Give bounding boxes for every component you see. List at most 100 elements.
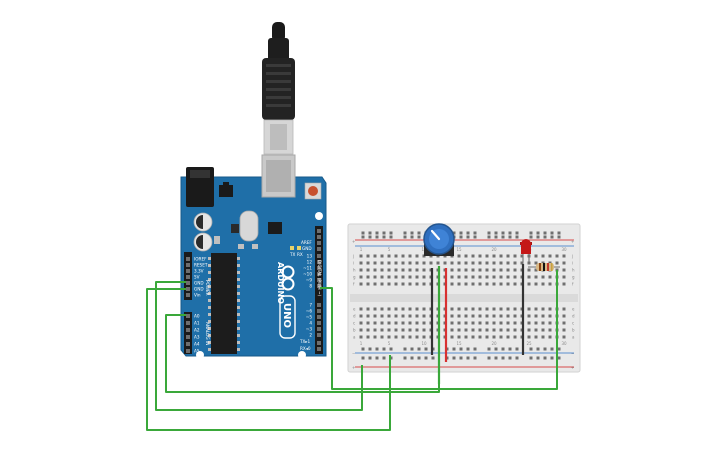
analog-pin-socket[interactable] bbox=[186, 335, 190, 339]
breadboard-hole[interactable] bbox=[485, 268, 489, 272]
rail-hole[interactable] bbox=[515, 347, 519, 351]
breadboard-hole[interactable] bbox=[457, 254, 461, 258]
breadboard-hole[interactable] bbox=[562, 282, 566, 286]
rail-hole[interactable] bbox=[410, 347, 414, 351]
reset-button[interactable] bbox=[304, 182, 322, 200]
breadboard-hole[interactable] bbox=[450, 335, 454, 339]
breadboard-hole[interactable] bbox=[471, 261, 475, 265]
breadboard-hole[interactable] bbox=[527, 328, 531, 332]
breadboard-hole[interactable] bbox=[457, 268, 461, 272]
rail-hole[interactable] bbox=[417, 356, 421, 360]
power-pin-socket[interactable] bbox=[186, 281, 190, 285]
digital-pin-socket[interactable] bbox=[317, 347, 321, 351]
breadboard-hole[interactable] bbox=[464, 335, 468, 339]
breadboard-hole[interactable] bbox=[380, 314, 384, 318]
rail-hole[interactable] bbox=[494, 235, 498, 239]
breadboard-hole[interactable] bbox=[499, 254, 503, 258]
breadboard-hole[interactable] bbox=[450, 275, 454, 279]
rail-hole[interactable] bbox=[452, 356, 456, 360]
power-pin-socket[interactable] bbox=[186, 263, 190, 267]
breadboard-hole[interactable] bbox=[534, 275, 538, 279]
breadboard-hole[interactable] bbox=[450, 314, 454, 318]
breadboard-hole[interactable] bbox=[548, 314, 552, 318]
breadboard-hole[interactable] bbox=[541, 328, 545, 332]
breadboard-hole[interactable] bbox=[499, 328, 503, 332]
breadboard-hole[interactable] bbox=[527, 261, 531, 265]
breadboard-hole[interactable] bbox=[401, 314, 405, 318]
rail-hole[interactable] bbox=[459, 356, 463, 360]
breadboard-hole[interactable] bbox=[485, 328, 489, 332]
breadboard-hole[interactable] bbox=[450, 328, 454, 332]
rail-hole[interactable] bbox=[494, 231, 498, 235]
rail-hole[interactable] bbox=[508, 347, 512, 351]
gnd-to-rail-wire[interactable] bbox=[146, 288, 391, 431]
breadboard-hole[interactable] bbox=[513, 261, 517, 265]
digital-pin-socket[interactable] bbox=[317, 327, 321, 331]
rail-hole[interactable] bbox=[473, 356, 477, 360]
breadboard-hole[interactable] bbox=[513, 328, 517, 332]
breadboard-hole[interactable] bbox=[387, 328, 391, 332]
breadboard-hole[interactable] bbox=[457, 282, 461, 286]
rail-hole[interactable] bbox=[508, 235, 512, 239]
breadboard-hole[interactable] bbox=[394, 307, 398, 311]
breadboard-hole[interactable] bbox=[387, 314, 391, 318]
breadboard-hole[interactable] bbox=[541, 282, 545, 286]
digital-pin-socket[interactable] bbox=[317, 321, 321, 325]
breadboard-hole[interactable] bbox=[548, 254, 552, 258]
rail-hole[interactable] bbox=[403, 347, 407, 351]
breadboard-hole[interactable] bbox=[408, 268, 412, 272]
breadboard-hole[interactable] bbox=[478, 254, 482, 258]
breadboard-hole[interactable] bbox=[464, 282, 468, 286]
breadboard-hole[interactable] bbox=[513, 335, 517, 339]
breadboard-hole[interactable] bbox=[408, 254, 412, 258]
breadboard-hole[interactable] bbox=[408, 335, 412, 339]
breadboard-hole[interactable] bbox=[527, 314, 531, 318]
breadboard-hole[interactable] bbox=[541, 254, 545, 258]
rail-hole[interactable] bbox=[466, 235, 470, 239]
breadboard-hole[interactable] bbox=[506, 254, 510, 258]
rail-hole[interactable] bbox=[466, 231, 470, 235]
breadboard-hole[interactable] bbox=[520, 254, 524, 258]
breadboard-hole[interactable] bbox=[464, 275, 468, 279]
breadboard-hole[interactable] bbox=[534, 335, 538, 339]
rail-hole[interactable] bbox=[368, 356, 372, 360]
breadboard-hole[interactable] bbox=[534, 282, 538, 286]
breadboard-hole[interactable] bbox=[359, 321, 363, 325]
rail-hole[interactable] bbox=[452, 231, 456, 235]
breadboard-hole[interactable] bbox=[422, 321, 426, 325]
breadboard-hole[interactable] bbox=[541, 321, 545, 325]
breadboard-hole[interactable] bbox=[513, 275, 517, 279]
breadboard-hole[interactable] bbox=[366, 261, 370, 265]
breadboard-hole[interactable] bbox=[541, 275, 545, 279]
breadboard-hole[interactable] bbox=[548, 307, 552, 311]
breadboard-hole[interactable] bbox=[471, 275, 475, 279]
breadboard-hole[interactable] bbox=[387, 321, 391, 325]
digital-pin-socket[interactable] bbox=[317, 284, 321, 288]
breadboard-hole[interactable] bbox=[359, 314, 363, 318]
breadboard-hole[interactable] bbox=[380, 261, 384, 265]
breadboard-hole[interactable] bbox=[506, 261, 510, 265]
rail-hole[interactable] bbox=[389, 347, 393, 351]
breadboard-hole[interactable] bbox=[408, 282, 412, 286]
breadboard-hole[interactable] bbox=[415, 275, 419, 279]
breadboard-hole[interactable] bbox=[387, 335, 391, 339]
resistor[interactable] bbox=[528, 263, 560, 271]
power-pin-socket[interactable] bbox=[186, 269, 190, 273]
breadboard-hole[interactable] bbox=[422, 328, 426, 332]
breadboard-hole[interactable] bbox=[415, 307, 419, 311]
breadboard-hole[interactable] bbox=[380, 328, 384, 332]
red-led[interactable] bbox=[520, 239, 532, 262]
rail-hole[interactable] bbox=[382, 235, 386, 239]
breadboard-hole[interactable] bbox=[373, 314, 377, 318]
rail-hole[interactable] bbox=[494, 347, 498, 351]
breadboard-hole[interactable] bbox=[499, 307, 503, 311]
breadboard-hole[interactable] bbox=[485, 321, 489, 325]
rail-hole[interactable] bbox=[375, 231, 379, 235]
breadboard-hole[interactable] bbox=[534, 307, 538, 311]
digital-pin-socket[interactable] bbox=[317, 266, 321, 270]
breadboard-hole[interactable] bbox=[457, 328, 461, 332]
digital-pin-socket[interactable] bbox=[317, 260, 321, 264]
digital-pin-socket[interactable] bbox=[317, 278, 321, 282]
breadboard-hole[interactable] bbox=[380, 335, 384, 339]
breadboard-hole[interactable] bbox=[380, 282, 384, 286]
